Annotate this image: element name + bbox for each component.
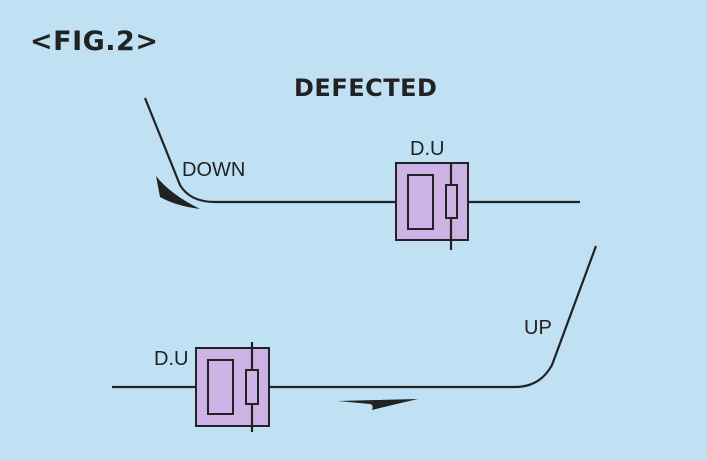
top-path: DOWN D.U [143,97,580,250]
down-arrow-icon [156,176,200,209]
top-unit-probe [445,184,458,219]
bottom-detection-unit [195,342,270,432]
down-label: DOWN [182,159,245,181]
top-detection-unit [395,162,469,250]
up-label: UP [524,317,552,339]
bottom-unit-label: D.U [154,348,188,370]
bottom-path: UP D.U [112,245,598,432]
top-path-line [143,97,580,204]
figure-label: <FIG.2> [30,26,159,57]
top-unit-inner-left [407,174,434,230]
bottom-path-line [112,245,598,389]
bottom-unit-inner-left [207,359,234,415]
right-arrow-icon [338,399,418,410]
figure-title: DEFECTED [294,74,438,102]
top-unit-label: D.U [410,138,444,160]
bottom-unit-probe [245,369,259,405]
